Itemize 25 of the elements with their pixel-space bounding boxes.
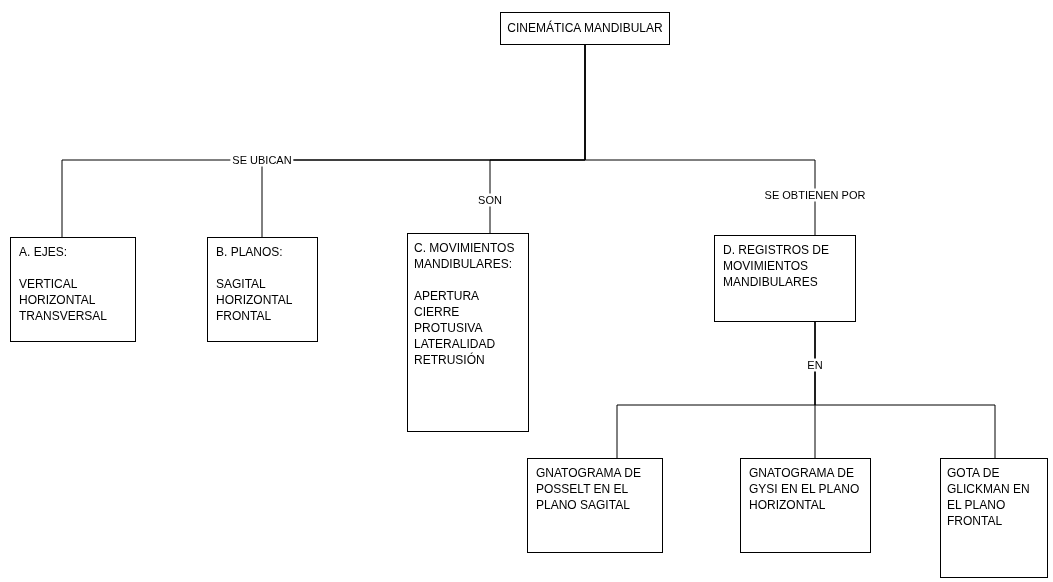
box-heading: C. MOVIMIENTOS MANDIBULARES: xyxy=(414,240,516,272)
concept-box xyxy=(207,237,318,342)
box-heading: GOTA DE GLICKMAN EN EL PLANO FRONTAL xyxy=(947,465,1031,529)
box-list: SAGITAL HORIZONTAL FRONTAL xyxy=(216,276,292,324)
box-heading: D. REGISTROS DE MOVIMIENTOS MANDIBULARES xyxy=(723,242,830,290)
connector-line xyxy=(584,44,816,236)
concept-box xyxy=(940,458,1048,578)
concept-box xyxy=(10,237,136,342)
box-list: APERTURA CIERRE PROTUSIVA LATERALIDAD RETRUSIÓN xyxy=(414,288,496,368)
concept-box xyxy=(527,458,663,553)
concept-box xyxy=(740,458,871,553)
connector-line xyxy=(814,321,996,459)
box-list: VERTICAL HORIZONTAL TRANSVERSAL xyxy=(19,276,107,324)
edge-label: SE OBTIENEN POR xyxy=(762,188,868,202)
concept-box xyxy=(500,12,670,45)
edge-label: SE UBICAN xyxy=(230,153,294,167)
box-heading: CINEMÁTICA MANDIBULAR xyxy=(507,20,663,36)
edge-label: EN xyxy=(805,358,825,372)
box-heading: B. PLANOS: xyxy=(216,244,283,260)
box-heading: GNATOGRAMA DE GYSI EN EL PLANO HORIZONTAL xyxy=(749,465,861,513)
box-heading: GNATOGRAMA DE POSSELT EN EL PLANO SAGITAL xyxy=(536,465,642,513)
concept-box xyxy=(407,233,529,432)
concept-box xyxy=(714,235,856,322)
box-heading: A. EJES: xyxy=(19,244,68,260)
edge-label: SON xyxy=(476,193,504,207)
